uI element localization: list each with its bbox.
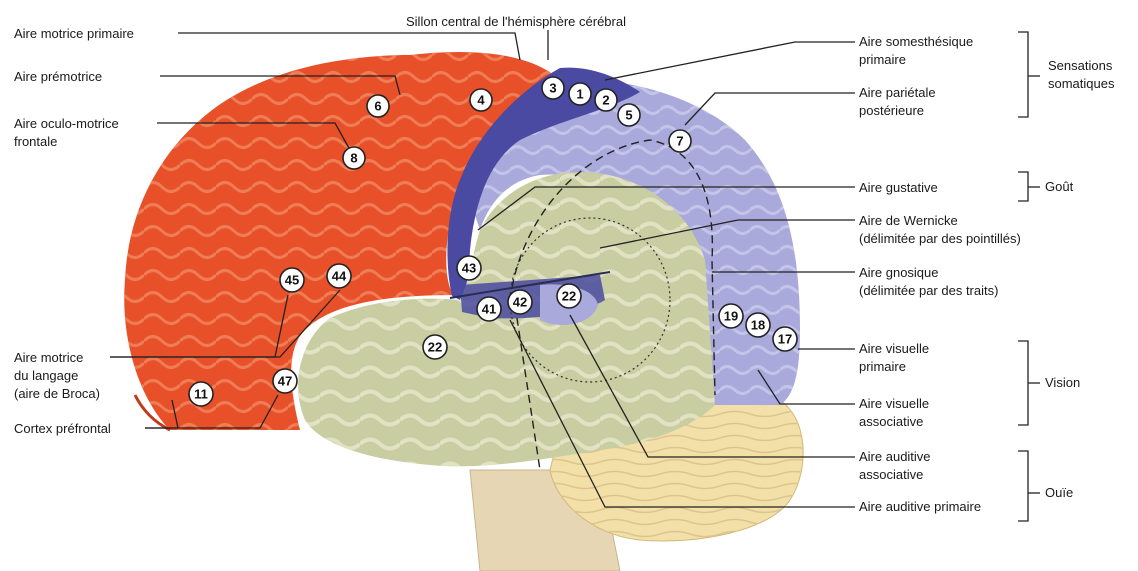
svg-text:1: 1: [576, 87, 583, 102]
right-labels: Aire somesthésique primaire Aire pariéta…: [859, 34, 1021, 514]
label-oculo-motor-2: frontale: [14, 134, 57, 149]
label-somesthetic-2: primaire: [859, 52, 906, 67]
label-gnosic-2: (délimitée par des traits): [859, 283, 998, 298]
svg-text:6: 6: [374, 99, 381, 114]
area-badge: 42: [508, 290, 532, 314]
svg-text:45: 45: [285, 273, 299, 288]
area-badge: 47: [273, 369, 297, 393]
svg-text:22: 22: [428, 340, 442, 355]
svg-text:7: 7: [676, 134, 683, 149]
label-broca-2: du langage: [14, 368, 78, 383]
area-badge: 3: [542, 77, 564, 99]
label-visual-assoc-1: Aire visuelle: [859, 396, 929, 411]
label-auditory-assoc-1: Aire auditive: [859, 449, 931, 464]
label-auditory-primary: Aire auditive primaire: [859, 499, 981, 514]
label-somesthetic-1: Aire somesthésique: [859, 34, 973, 49]
area-badge: 2: [595, 89, 617, 111]
area-badge: 6: [367, 95, 389, 117]
label-wernicke-2: (délimitée par des pointillés): [859, 231, 1021, 246]
label-premotor: Aire prémotrice: [14, 69, 102, 84]
label-visual-primary-1: Aire visuelle: [859, 341, 929, 356]
label-oculo-motor-1: Aire oculo-motrice: [14, 116, 119, 131]
area-badge: 19: [719, 304, 743, 328]
svg-text:4: 4: [477, 93, 485, 108]
label-visual-primary-2: primaire: [859, 359, 906, 374]
label-broca-1: Aire motrice: [14, 350, 83, 365]
area-badge: 11: [189, 382, 213, 406]
svg-text:3: 3: [549, 81, 556, 96]
label-parietal-2: postérieure: [859, 103, 924, 118]
svg-text:5: 5: [625, 108, 632, 123]
area-badge: 7: [669, 130, 691, 152]
svg-text:44: 44: [332, 269, 347, 284]
svg-text:22: 22: [562, 289, 576, 304]
svg-text:42: 42: [513, 295, 527, 310]
area-badge: 1: [569, 83, 591, 105]
label-prefrontal: Cortex préfrontal: [14, 421, 111, 436]
label-central-sulcus: Sillon central de l'hémisphère cérébral: [406, 14, 626, 29]
label-parietal-1: Aire pariétale: [859, 85, 936, 100]
area-badge: 5: [618, 104, 640, 126]
left-labels: Aire motrice primaire Aire prémotrice Ai…: [14, 26, 134, 436]
label-visual-assoc-2: associative: [859, 414, 923, 429]
svg-text:19: 19: [724, 309, 738, 324]
category-vision: Vision: [1045, 375, 1080, 390]
category-taste: Goût: [1045, 179, 1074, 194]
svg-text:47: 47: [278, 374, 292, 389]
area-badge: 45: [280, 268, 304, 292]
area-badge: 4: [470, 89, 492, 111]
area-badge: 41: [477, 297, 501, 321]
label-broca-3: (aire de Broca): [14, 386, 100, 401]
area-badge: 18: [746, 313, 770, 337]
area-badge: 17: [773, 327, 797, 351]
category-hearing: Ouïe: [1045, 485, 1073, 500]
area-badge: 44: [327, 264, 351, 288]
area-badge: 22: [423, 335, 447, 359]
category-somatic-2: somatiques: [1048, 76, 1115, 91]
area-badge: 43: [457, 256, 481, 280]
label-gnosic-1: Aire gnosique: [859, 265, 939, 280]
svg-text:8: 8: [350, 151, 357, 166]
label-wernicke-1: Aire de Wernicke: [859, 213, 958, 228]
svg-text:18: 18: [751, 318, 765, 333]
svg-text:11: 11: [194, 387, 208, 402]
category-somatic-1: Sensations: [1048, 58, 1113, 73]
svg-text:41: 41: [482, 302, 496, 317]
area-badge: 22: [557, 284, 581, 308]
area-badge: 8: [343, 147, 365, 169]
svg-text:2: 2: [602, 93, 609, 108]
svg-text:43: 43: [462, 261, 476, 276]
label-gustatory: Aire gustative: [859, 180, 938, 195]
label-motor-primary: Aire motrice primaire: [14, 26, 134, 41]
label-auditory-assoc-2: associative: [859, 467, 923, 482]
svg-text:17: 17: [778, 332, 792, 347]
category-labels: Sensations somatiques Goût Vision Ouïe: [1045, 58, 1115, 500]
category-brackets: [1018, 32, 1040, 521]
